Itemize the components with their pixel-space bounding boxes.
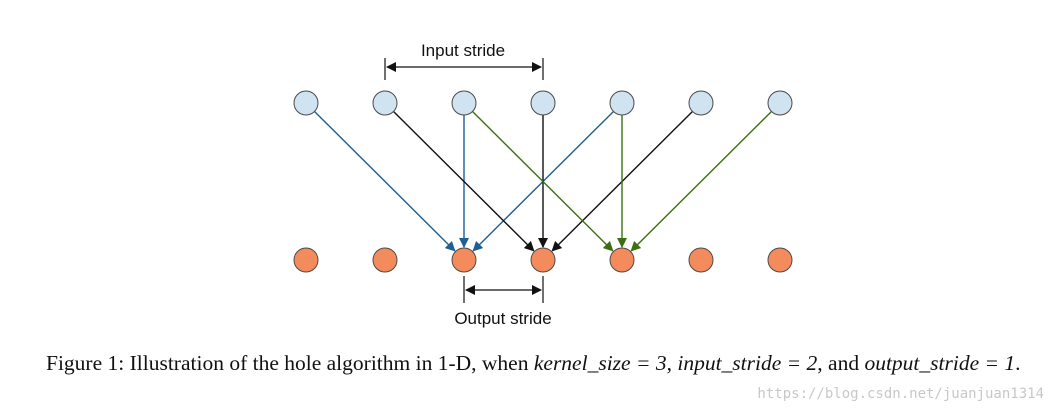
hole-algorithm-diagram: Input stride Output stride bbox=[293, 41, 793, 328]
input-node-6 bbox=[767, 90, 793, 116]
input-node-0 bbox=[293, 90, 319, 116]
input-stride-label: Input stride bbox=[421, 41, 505, 60]
input-node-1 bbox=[372, 90, 398, 116]
watermark: https://blog.csdn.net/juanjuan1314 bbox=[757, 386, 1044, 402]
input-nodes bbox=[293, 90, 793, 116]
output-node-3 bbox=[530, 247, 556, 273]
caption-output-stride: output_stride = 1 bbox=[864, 351, 1016, 375]
input-stride-dimension: Input stride bbox=[384, 41, 544, 80]
caption-separator: , and bbox=[817, 351, 865, 375]
output-node-4 bbox=[609, 247, 635, 273]
caption-separator: , bbox=[666, 351, 678, 375]
output-node-0 bbox=[293, 247, 319, 273]
caption-suffix: . bbox=[1015, 351, 1021, 375]
input-node-3 bbox=[530, 90, 556, 116]
output-node-2 bbox=[451, 247, 477, 273]
output-stride-label: Output stride bbox=[454, 309, 551, 328]
connection-arrow-6-to-4 bbox=[630, 110, 772, 252]
output-nodes bbox=[293, 247, 793, 273]
input-node-2 bbox=[451, 90, 477, 116]
connection-arrow-1-to-3 bbox=[393, 110, 535, 252]
connection-arrow-2-to-4 bbox=[472, 110, 614, 252]
connection-arrows bbox=[314, 110, 772, 252]
caption-kernel-size: kernel_size = 3 bbox=[533, 351, 667, 375]
caption-prefix: Figure 1: Illustration of the hole algor… bbox=[46, 351, 534, 375]
connection-arrow-0-to-2 bbox=[314, 110, 456, 252]
caption-input-stride: input_stride = 2 bbox=[677, 351, 818, 375]
input-node-4 bbox=[609, 90, 635, 116]
figure-caption: Figure 1: Illustration of the hole algor… bbox=[46, 350, 1044, 376]
output-node-1 bbox=[372, 247, 398, 273]
output-node-5 bbox=[688, 247, 714, 273]
output-stride-dimension: Output stride bbox=[454, 276, 552, 328]
output-node-6 bbox=[767, 247, 793, 273]
input-node-5 bbox=[688, 90, 714, 116]
